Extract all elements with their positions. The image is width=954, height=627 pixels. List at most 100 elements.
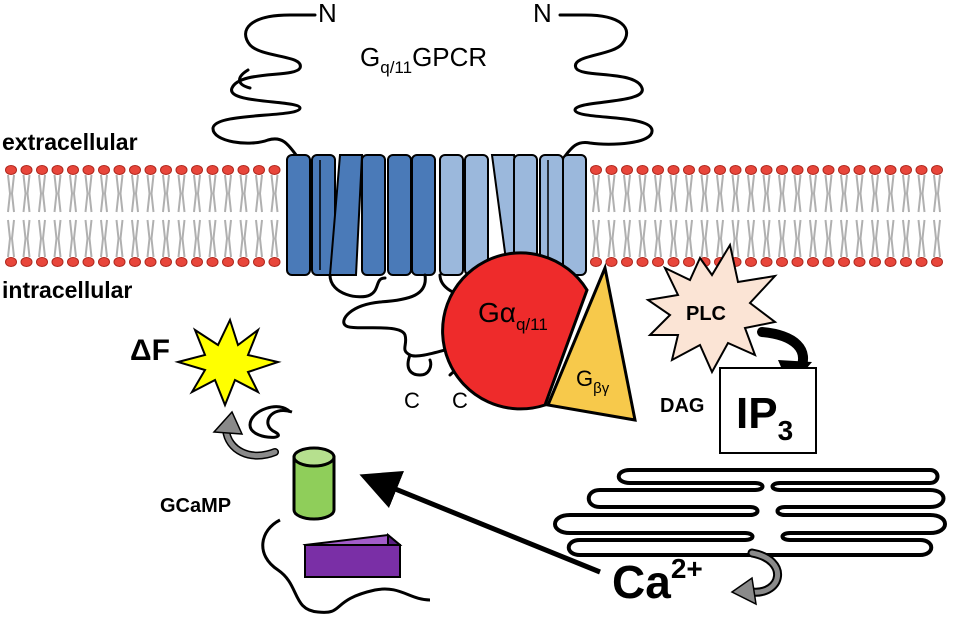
lipid-head: [268, 165, 281, 175]
lipid-head: [915, 257, 928, 267]
lipid-head: [683, 165, 695, 175]
receptor-label-sub: q/11: [380, 58, 412, 77]
ip3-box: [719, 367, 817, 454]
lipid-tail: [131, 219, 139, 258]
lipid-tail: [208, 174, 217, 213]
lipid-tail: [224, 174, 232, 213]
lipid-tail: [778, 174, 786, 213]
lipid-tail: [270, 174, 279, 213]
delta-f-label: ΔF: [130, 334, 170, 367]
lipid-head: [160, 257, 172, 267]
lipid-tail: [255, 174, 263, 213]
g-alpha-label-sub: q/11: [516, 315, 548, 334]
lipid-tail: [84, 174, 93, 213]
lipid-tail: [716, 174, 724, 213]
extracellular-label: extracellular: [2, 129, 138, 155]
lipid-head: [67, 257, 79, 267]
lipid-tail: [224, 219, 232, 258]
lipid-head: [605, 165, 618, 175]
gcamp-label: GCaMP: [160, 495, 231, 517]
lipid-head: [636, 165, 649, 175]
lipid-tail: [747, 219, 755, 258]
lipid-tail: [53, 219, 62, 258]
lipid-tail: [623, 174, 631, 213]
receptor-label-tail: GPCR: [412, 42, 487, 72]
lipid-head: [667, 257, 680, 267]
lipid-tail: [855, 219, 864, 258]
lipid-head: [745, 165, 757, 175]
lipid-head: [590, 257, 602, 267]
lipid-tail: [917, 174, 926, 213]
lipid-tail: [208, 219, 217, 258]
lipid-tail: [638, 174, 647, 213]
lipid-head: [36, 165, 48, 175]
lipid-head: [636, 257, 649, 267]
lipid-tail: [177, 219, 186, 258]
lipid-tail: [115, 219, 124, 258]
lipid-head: [51, 257, 64, 267]
lipid-head: [745, 257, 757, 267]
lipid-tail: [886, 174, 895, 213]
receptor-label: Gq/11GPCR: [360, 42, 487, 77]
lipid-tail: [809, 174, 817, 213]
lipid-head: [729, 165, 742, 175]
lipid-head: [683, 257, 695, 267]
lipid-head: [807, 165, 819, 175]
lipid-head: [838, 257, 850, 267]
lipid-tail: [685, 174, 693, 213]
lipid-tail: [115, 174, 124, 213]
lipid-tail: [69, 219, 77, 258]
lipid-head: [20, 165, 33, 175]
lipid-head: [853, 257, 866, 267]
lipid-tail: [669, 219, 678, 258]
lipid-head: [113, 257, 126, 267]
lipid-tail: [177, 174, 186, 213]
lipid-head: [900, 257, 912, 267]
lipid-head: [884, 165, 897, 175]
lipid-tail: [7, 219, 15, 258]
calcium-release-arrow: [730, 548, 783, 606]
g-alpha-label-main: Gα: [478, 297, 516, 328]
lipid-tail: [654, 174, 662, 213]
lipid-tail: [840, 219, 848, 258]
g-alpha-label: Gαq/11: [478, 297, 548, 334]
ip3-label-sub: 3: [778, 415, 794, 446]
calcium-label-sup: 2+: [671, 553, 703, 584]
plc-enzyme: [645, 242, 778, 375]
lipid-tail: [38, 174, 46, 213]
lipid-tail: [731, 219, 740, 258]
lipid-head: [869, 165, 881, 175]
lipid-tail: [933, 174, 941, 213]
lipid-head: [237, 165, 250, 175]
lipid-head: [175, 257, 188, 267]
lipid-head: [760, 257, 773, 267]
lipid-head: [144, 257, 157, 267]
lipid-head: [667, 165, 680, 175]
lipid-tail: [193, 219, 201, 258]
lipid-head: [915, 165, 928, 175]
lipid-tail: [22, 219, 31, 258]
lipid-head: [36, 257, 48, 267]
lipid-tail: [69, 174, 77, 213]
lipid-head: [129, 165, 141, 175]
gcamp-fluorescence-arrow: [212, 410, 279, 460]
lipid-tail: [762, 219, 771, 258]
lipid-head: [838, 165, 850, 175]
lipid-head: [237, 257, 250, 267]
lipid-head: [652, 257, 664, 267]
lipid-head: [113, 165, 126, 175]
lipid-tail: [747, 174, 755, 213]
lipid-head: [206, 165, 219, 175]
ip3-label-main: IP: [736, 389, 778, 438]
lipid-tail: [162, 219, 170, 258]
c-terminus-label-left: C: [404, 388, 420, 413]
lipid-tail: [146, 174, 155, 213]
lipid-head: [5, 257, 17, 267]
lipid-tail: [824, 219, 833, 258]
calcium-label-main: Ca: [612, 556, 671, 608]
lipid-head: [869, 257, 881, 267]
lipid-tail: [607, 219, 616, 258]
lipid-head: [621, 165, 633, 175]
lipid-tail: [778, 219, 786, 258]
lipid-head: [129, 257, 141, 267]
